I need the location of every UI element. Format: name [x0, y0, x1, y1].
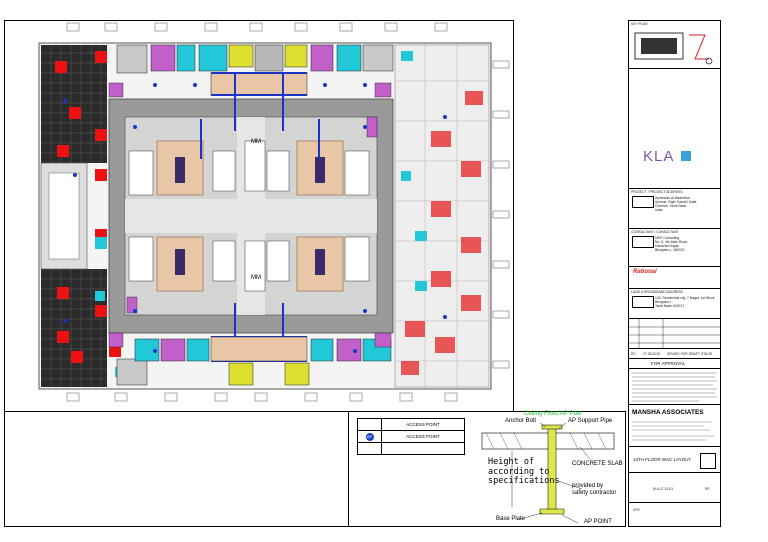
ap-pole-detail-frame: [348, 411, 626, 527]
anchor-bolt-label: Anchor Bolt: [505, 418, 537, 424]
architect-name: MANSHA ASSOCIATES: [632, 409, 704, 416]
floor-plan-frame: MM MM: [4, 20, 514, 412]
lower-notes-band: [4, 411, 626, 527]
rev-description: ISSUED FOR DRAFT STAGE: [667, 352, 713, 356]
client-logo-mark-icon: [681, 151, 691, 161]
architect-box: MANSHA ASSOCIATES: [629, 405, 720, 447]
rev-no: R0: [631, 352, 636, 356]
detail-title: Ceiling Fixed AP Pole: [524, 411, 582, 417]
drawing-number-box: KLA-IT-13-01 R0: [629, 473, 720, 503]
project-address: Ascendas at Maaruthai Avenue, Rajiv Gand…: [655, 196, 698, 212]
consultant-box: CONSULTANT / CONSULTANT MEP Consulting N…: [629, 229, 720, 267]
notes-text-lines: [632, 372, 717, 402]
access-point-icon: AP: [365, 432, 374, 441]
height-spec-label: Height of according to specifications: [488, 457, 560, 486]
ap-pole-detail-drawing: [481, 422, 615, 524]
revision-grid: [629, 319, 720, 349]
scale-value: NTS: [633, 508, 640, 512]
consultant-logo-placeholder: [632, 236, 654, 248]
client-logo-box: KLA: [629, 69, 720, 189]
base-plate-label: Base Plate: [496, 516, 526, 522]
key-plan-icon: [634, 32, 713, 65]
svg-text:MM: MM: [251, 139, 261, 145]
firm-logo: Rational: [633, 269, 657, 275]
drawing-title-box: 13TH FLOOR WAC LAYOUT: [629, 447, 720, 473]
title-block: KEY PLAN : KLA PROJECT / PROJECT ADDRESS…: [628, 20, 721, 527]
consultant-address: MEP Consulting No. 6, 4th Main Road, Kas…: [655, 236, 688, 252]
consultant-header: CONSULTANT / CONSULTANT: [631, 230, 679, 234]
for-approval-label: FOR APPROVAL: [651, 361, 686, 366]
project-logo-placeholder: [632, 196, 654, 208]
legend-header-label: ACCESS POINT: [406, 422, 440, 427]
revision-entry: R0 27.08.2019 ISSUED FOR DRAFT STAGE: [629, 349, 720, 359]
land-box: LAND & BROADBAND ADDRESS 130, Residentia…: [629, 289, 720, 319]
concrete-slab-label: CONCRETE SLAB: [572, 461, 623, 467]
drawing-revision: R0: [705, 487, 710, 491]
drawing-title: 13TH FLOOR WAC LAYOUT: [633, 457, 692, 462]
land-logo-placeholder: [632, 296, 654, 308]
legend-header-row: ACCESS POINT: [358, 419, 464, 431]
project-box: PROJECT / PROJECT ADDRESS Ascendas at Ma…: [629, 189, 720, 229]
land-address: 130, Residential city, 7 Nagar, 1st Bloc…: [655, 296, 715, 308]
support-pipe-label: AP Support Pipe: [568, 418, 613, 424]
legend-empty-row: [358, 443, 464, 454]
legend-ap-row: AP ACCESS POINT: [358, 431, 464, 443]
land-header: LAND & BROADBAND ADDRESS: [631, 290, 683, 294]
scale-box: NTS: [629, 503, 720, 526]
rev-date: 27.08.2019: [643, 352, 660, 356]
notes-box: [629, 369, 720, 405]
ap-point-label: AP POINT: [584, 519, 612, 525]
key-plan-box: KEY PLAN :: [629, 21, 720, 69]
client-logo: KLA: [643, 148, 675, 165]
firm-logo-box: Rational: [629, 267, 720, 289]
svg-text:MM: MM: [251, 275, 261, 281]
provided-by-label: provided by safety contractor: [572, 483, 617, 496]
floor-plan-drawing: MM MM: [38, 22, 510, 402]
drawing-number: KLA-IT-13-01: [653, 487, 674, 491]
project-header: PROJECT / PROJECT ADDRESS: [631, 190, 683, 194]
north-arrow-icon: [700, 453, 716, 469]
key-plan-label: KEY PLAN :: [631, 22, 650, 26]
legend-table: ACCESS POINT AP ACCESS POINT: [357, 418, 465, 455]
approval-box: FOR APPROVAL: [629, 359, 720, 369]
legend-ap-label: ACCESS POINT: [406, 434, 440, 439]
